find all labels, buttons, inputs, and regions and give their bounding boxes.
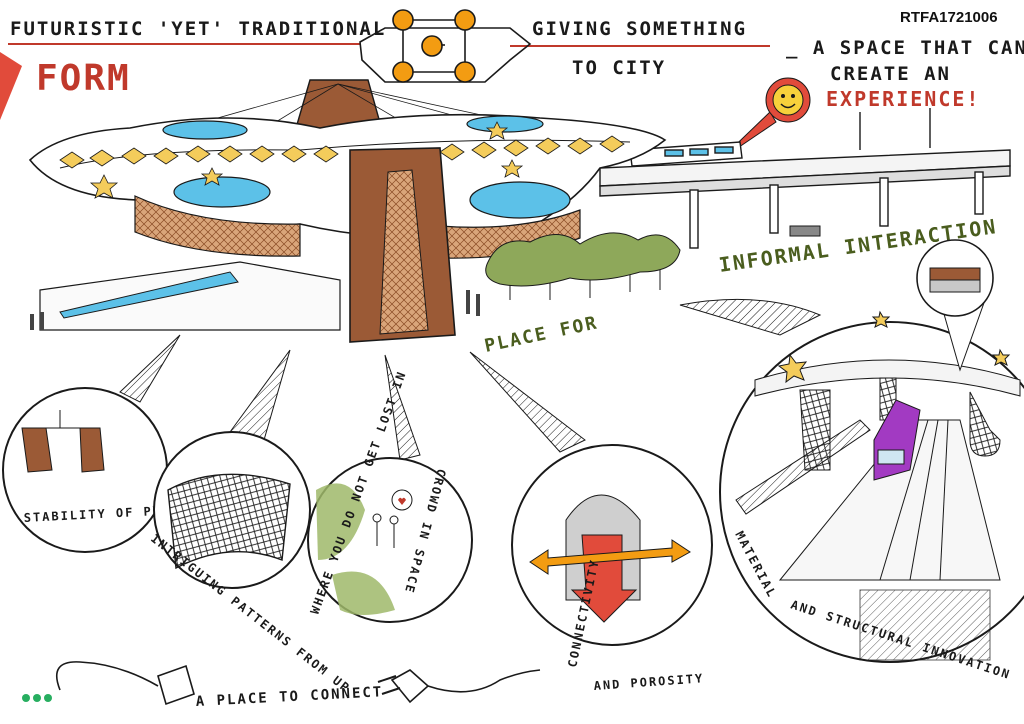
headline-left: FUTURISTIC 'YET' TRADITIONAL bbox=[10, 18, 386, 40]
headline-right-1: GIVING SOMETHING bbox=[532, 18, 747, 40]
tagline-2: CREATE AN bbox=[830, 63, 951, 85]
bubble-patterns bbox=[153, 349, 311, 589]
label-connect: A PLACE TO CONNECT bbox=[195, 684, 383, 710]
node-circle bbox=[392, 61, 414, 83]
network-node-diagram bbox=[359, 9, 532, 83]
label-porosity: AND POROSITY bbox=[593, 671, 704, 693]
bubble-connectivity bbox=[469, 351, 713, 646]
sparkle-stars bbox=[89, 121, 524, 199]
water-channel bbox=[59, 271, 239, 319]
interaction-text-2: PLACE FOR bbox=[483, 312, 600, 357]
bubble-crowd bbox=[307, 354, 473, 623]
tree-cluster bbox=[485, 232, 681, 300]
node-circle bbox=[454, 61, 476, 83]
pagination-dots bbox=[22, 694, 52, 702]
station-building-sketch bbox=[28, 79, 1011, 343]
node-circle bbox=[454, 9, 476, 31]
node-circle bbox=[421, 35, 443, 57]
headline-right-2: TO CITY bbox=[572, 57, 666, 79]
woven-facade-left bbox=[134, 195, 301, 257]
plug-socket-illustration bbox=[55, 661, 541, 706]
people-figures bbox=[30, 290, 480, 330]
tagline-3: EXPERIENCE! bbox=[826, 87, 980, 111]
plug-icon bbox=[390, 669, 430, 704]
tagline-1: _ A SPACE THAT CAN bbox=[786, 37, 1024, 59]
car-sketch bbox=[789, 225, 821, 237]
node-circle bbox=[392, 9, 414, 31]
sheet-code: RTFA1721006 bbox=[900, 9, 998, 26]
ground-deck bbox=[39, 261, 341, 331]
canopy-diamond-pattern bbox=[59, 135, 625, 169]
canopy-skylights bbox=[162, 115, 571, 219]
bubble-material-structure bbox=[679, 298, 1024, 663]
pylon-woven-core bbox=[379, 169, 429, 335]
headline-band bbox=[0, 43, 770, 120]
socket-icon bbox=[157, 664, 195, 706]
headline-form: FORM bbox=[36, 58, 131, 99]
material-pin-icon bbox=[916, 239, 994, 372]
elevated-rail-track bbox=[599, 108, 1011, 249]
corner-flag bbox=[0, 52, 22, 120]
bubble-stability bbox=[2, 334, 181, 553]
